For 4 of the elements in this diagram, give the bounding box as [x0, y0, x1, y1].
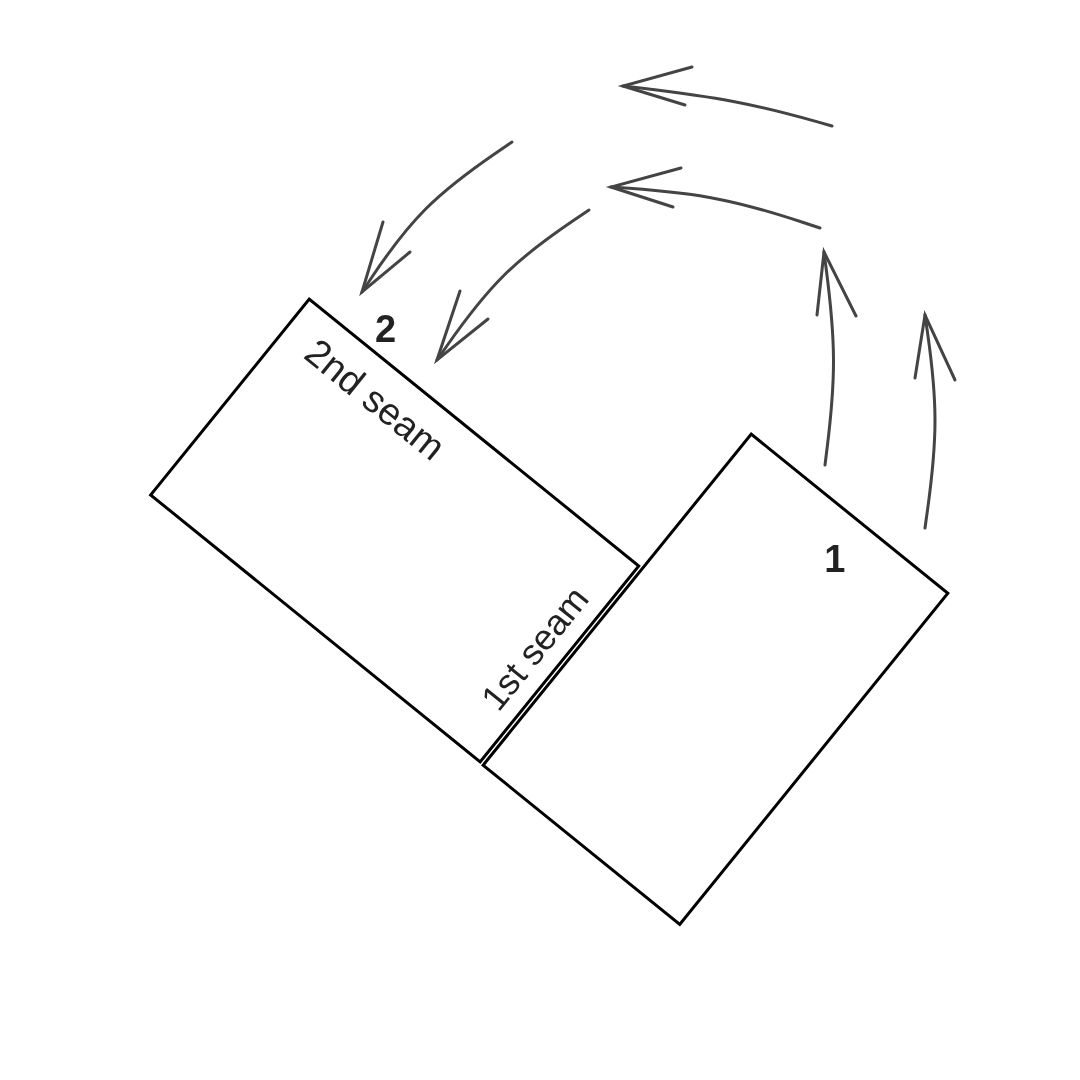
fabric-panel	[148, 297, 641, 764]
step-number: 2	[375, 310, 397, 349]
step-number: 1	[824, 540, 846, 578]
fabric-panel	[481, 432, 950, 927]
